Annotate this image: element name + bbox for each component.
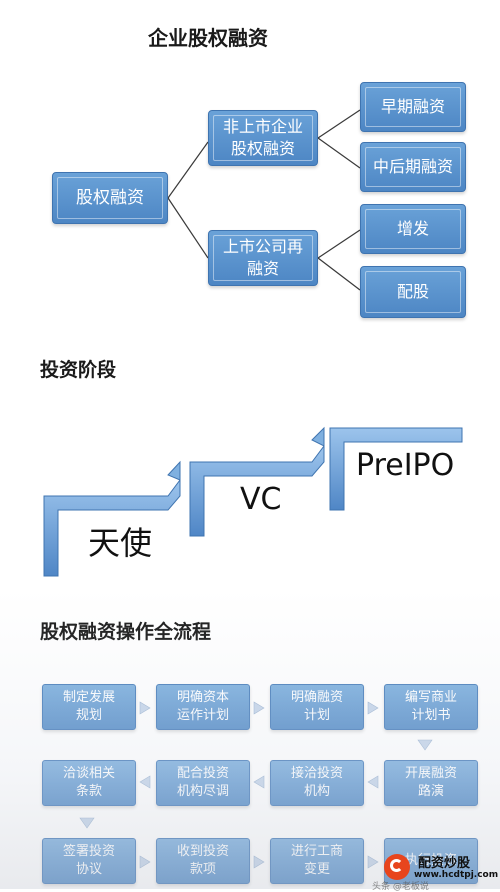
flow-step-10: 收到投资 款项 — [156, 838, 250, 884]
watermark-partial: 头条 @老板说 — [372, 882, 429, 892]
flow-step-9: 签署投资 协议 — [42, 838, 136, 884]
watermark-name: 配资炒股 — [418, 856, 471, 871]
flow-step-11: 进行工商 变更 — [270, 838, 364, 884]
flow-step-4: 编写商业 计划书 — [384, 684, 478, 730]
stage-preipo: PreIPO — [356, 448, 455, 483]
watermark-logo-icon — [384, 854, 410, 880]
node-additional-issue: 增发 — [360, 204, 466, 254]
node-mid-late-financing: 中后期融资 — [360, 142, 466, 192]
watermark: 配资炒股 www.hcdtpj.com — [384, 852, 499, 888]
tree-connectors — [167, 109, 361, 291]
node-non-listed: 非上市企业 股权融资 — [208, 110, 318, 166]
flow-step-8: 洽谈相关 条款 — [42, 760, 136, 806]
node-equity-financing: 股权融资 — [52, 172, 168, 224]
flow-step-1: 制定发展 规划 — [42, 684, 136, 730]
stage-angel: 天使 — [88, 524, 153, 562]
flow-step-6: 接洽投资 机构 — [270, 760, 364, 806]
flow-step-2: 明确资本 运作计划 — [156, 684, 250, 730]
diagram3-title: 股权融资操作全流程 — [40, 621, 212, 643]
investment-stage-steps — [43, 426, 463, 577]
node-listed-refinancing: 上市公司再 融资 — [208, 230, 318, 286]
diagram1-title: 企业股权融资 — [148, 26, 268, 50]
flow-step-3: 明确融资 计划 — [270, 684, 364, 730]
diagram2-title: 投资阶段 — [40, 359, 117, 381]
flow-step-5: 开展融资 路演 — [384, 760, 478, 806]
stage-vc: VC — [240, 482, 282, 517]
node-early-financing: 早期融资 — [360, 82, 466, 132]
watermark-url: www.hcdtpj.com — [414, 870, 499, 880]
node-rights-issue: 配股 — [360, 266, 466, 318]
flow-step-7: 配合投资 机构尽调 — [156, 760, 250, 806]
